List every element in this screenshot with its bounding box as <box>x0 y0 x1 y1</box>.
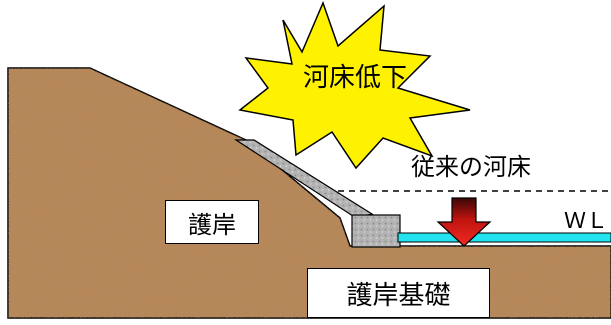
water-surface <box>397 232 611 243</box>
soil-ground <box>7 67 611 319</box>
water-level-label: ＷＬ <box>564 209 608 234</box>
down-arrow-icon <box>436 197 492 247</box>
riverbed-drop-label: 河床低下 <box>303 63 407 93</box>
revetment-foundation-label: 護岸基礎 <box>307 268 490 318</box>
revetment-foundation-block <box>351 214 401 248</box>
original-riverbed-label: 従来の河床 <box>411 153 531 181</box>
revetment-label: 護岸 <box>165 200 259 244</box>
revetment-slab <box>233 139 374 219</box>
explosion-star-shape <box>238 0 471 170</box>
